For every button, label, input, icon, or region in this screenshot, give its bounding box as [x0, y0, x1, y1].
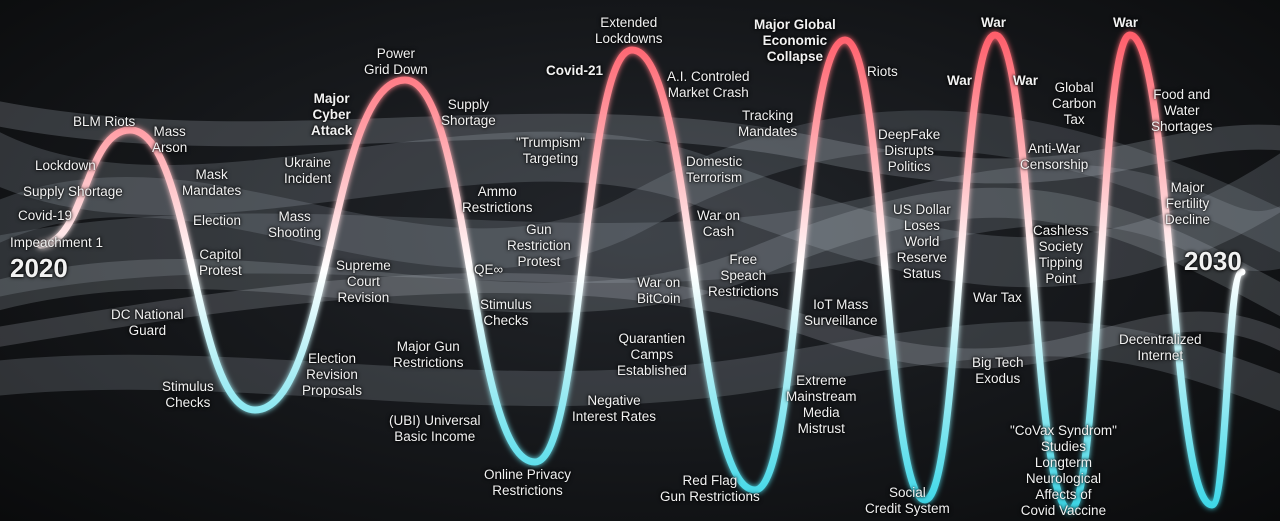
label-ammo-restrictions: Ammo Restrictions — [462, 184, 533, 215]
end-year: 2030 — [1184, 246, 1242, 276]
label-red-flag: Red Flag Gun Restrictions — [660, 473, 760, 504]
label-war-on-cash: War on Cash — [697, 208, 741, 239]
label-anti-war-censorship: Anti-War Censorship — [1020, 141, 1089, 172]
label-ukraine-incident: Ukraine Incident — [284, 155, 332, 186]
background-strand — [0, 321, 1280, 412]
background-strand — [0, 131, 1280, 288]
label-war-tax: War Tax — [973, 290, 1022, 305]
label-gun-restriction-protest: Gun Restriction Protest — [507, 222, 571, 269]
background-strand — [0, 187, 1280, 317]
label-mass-arson: Mass Arson — [152, 124, 188, 155]
label-quarantien-camps: Quarantien Camps Established — [617, 331, 687, 378]
label-riots: Riots — [867, 64, 898, 79]
label-supreme-court: Supreme Court Revision — [336, 258, 391, 305]
label-negative-interest: Negative Interest Rates — [572, 393, 657, 424]
background-strand — [0, 164, 1280, 297]
background-strand — [0, 110, 1280, 269]
label-covid-21: Covid-21 — [546, 63, 604, 78]
label-impeachment: Impeachment 1 — [10, 235, 104, 250]
label-major-gun-restrictions: Major Gun Restrictions — [393, 339, 464, 370]
label-us-dollar: US Dollar Loses World Reserve Status — [893, 202, 951, 281]
label-deepfake: DeepFake Disrupts Politics — [878, 127, 941, 174]
label-war-on-bitcoin: War on BitCoin — [637, 275, 681, 306]
label-trumpism-targeting: "Trumpism" Targeting — [516, 135, 586, 166]
label-covid19: Covid-19 — [18, 208, 73, 223]
label-domestic-terrorism: Domestic Terrorism — [686, 154, 743, 185]
label-food-water: Food and Water Shortages — [1151, 87, 1213, 134]
label-supply-shortage: Supply Shortage — [23, 184, 123, 199]
label-major-global-collapse: Major Global Economic Collapse — [754, 17, 836, 64]
label-dc-national-guard: DC National Guard — [111, 307, 184, 338]
label-power-grid-down: Power Grid Down — [364, 46, 428, 77]
label-big-tech-exodus: Big Tech Exodus — [972, 355, 1024, 386]
label-qe: QE∞ — [474, 262, 504, 277]
label-social-credit: Social Credit System — [865, 485, 950, 516]
label-extreme-media-mistrust: Extreme Mainstream Media Mistrust — [786, 373, 857, 436]
wave-line — [36, 31, 1246, 514]
label-global-carbon-tax: Global Carbon Tax — [1052, 80, 1097, 127]
label-ai-market-crash: A.I. Controled Market Crash — [667, 69, 750, 100]
label-mass-shooting: Mass Shooting — [268, 209, 322, 240]
label-mask-mandates: Mask Mandates — [182, 167, 242, 198]
label-supply-shortage-2: Supply Shortage — [441, 97, 496, 128]
start-year: 2020 — [10, 253, 68, 283]
label-war-1: War — [981, 15, 1007, 30]
label-major-cyber-attack: Major Cyber Attack — [311, 91, 353, 138]
label-ubi: (UBI) Universal Basic Income — [389, 413, 481, 444]
label-stimulus-checks-2: Stimulus Checks — [480, 297, 532, 328]
label-stimulus-checks-1: Stimulus Checks — [162, 379, 214, 410]
label-extended-lockdowns: Extended Lockdowns — [595, 15, 663, 46]
label-war-3: War — [1013, 73, 1039, 88]
label-iot-surveillance: IoT Mass Surveillance — [804, 297, 878, 328]
label-war-2: War — [947, 73, 973, 88]
label-covax-syndrom: "CoVax Syndrom" Studies Longterm Neurolo… — [1010, 423, 1117, 518]
label-free-speach: Free Speach Restrictions — [708, 252, 779, 299]
background-strand — [0, 101, 1280, 184]
label-election-revision: Election Revision Proposals — [302, 351, 363, 398]
label-tracking-mandates: Tracking Mandates — [738, 108, 798, 139]
label-cashless-society: Cashless Society Tipping Point — [1033, 223, 1089, 286]
label-decentralized-internet: Decentralized Internet — [1119, 332, 1202, 363]
label-lockdown: Lockdown — [35, 158, 96, 173]
label-war-4: War — [1113, 15, 1139, 30]
label-blm-riots: BLM Riots — [73, 114, 136, 129]
label-major-fertility: Major Fertility Decline — [1165, 180, 1211, 227]
label-election: Election — [193, 213, 242, 228]
label-online-privacy: Online Privacy Restrictions — [484, 467, 572, 498]
label-capitol-protest: Capitol Protest — [199, 247, 242, 278]
